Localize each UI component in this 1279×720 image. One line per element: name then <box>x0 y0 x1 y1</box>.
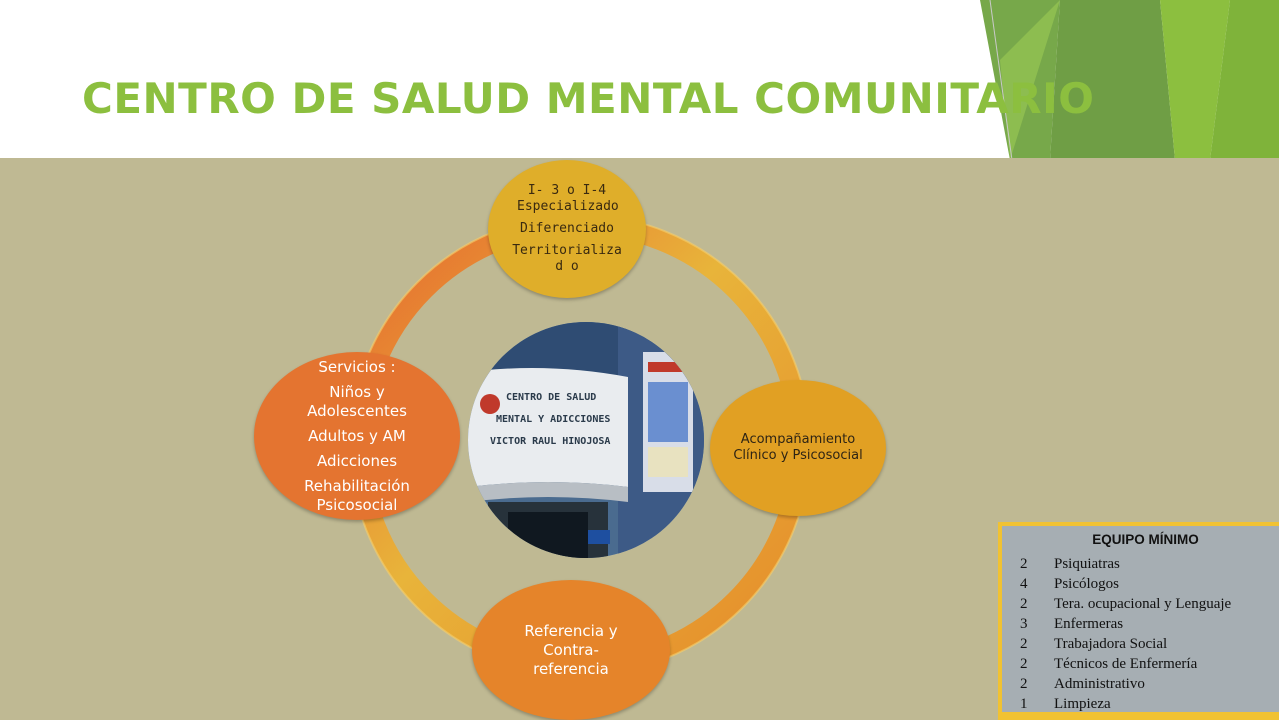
row-role: Limpieza <box>1054 696 1111 712</box>
row-role: Tera. ocupacional y Lenguaje <box>1054 596 1232 612</box>
node-servicios: Servicios : Niños y Adolescentes Adultos… <box>254 352 460 520</box>
table-row: 2 Administrativo <box>1002 674 1279 694</box>
node-referencia-label: Referencia y Contra-referencia <box>524 621 618 678</box>
table-row: 3 Enfermeras <box>1002 614 1279 634</box>
node-level-line-2: Diferenciado <box>520 221 614 236</box>
table-row: 2 Trabajadora Social <box>1002 634 1279 654</box>
row-role: Administrativo <box>1054 676 1145 692</box>
node-servicios-item: Adultos y AM <box>308 426 406 445</box>
node-servicios-heading: Servicios : <box>318 357 396 376</box>
row-count: 2 <box>1020 556 1028 572</box>
node-acompanamiento: Acompañamiento Clínico y Psicosocial <box>710 380 886 516</box>
table-row: 2 Técnicos de Enfermería <box>1002 654 1279 674</box>
building-illustration: CENTRO DE SALUD MENTAL Y ADICCIONES VICT… <box>468 322 704 558</box>
photo-sign-line-2: MENTAL Y ADICCIONES <box>496 414 610 425</box>
node-servicios-item: Adicciones <box>316 451 398 470</box>
row-role: Técnicos de Enfermería <box>1054 656 1198 672</box>
row-role: Trabajadora Social <box>1054 636 1168 652</box>
row-count: 2 <box>1020 596 1028 612</box>
node-servicios-item: Niños y Adolescentes <box>307 382 407 420</box>
node-referencia: Referencia y Contra-referencia <box>472 580 670 720</box>
table-row: 4 Psicólogos <box>1002 574 1279 594</box>
row-count: 4 <box>1020 576 1028 592</box>
row-count: 3 <box>1020 616 1028 632</box>
photo-sign-line-3: VICTOR RAUL HINOJOSA <box>490 436 610 447</box>
table-row: 2 Psiquiatras <box>1002 554 1279 574</box>
photo-sign-line-1: CENTRO DE SALUD <box>506 392 596 403</box>
row-role: Psiquiatras <box>1054 556 1120 572</box>
equipo-minimo-table: EQUIPO MÍNIMO 2 Psiquiatras 4 Psicólogos 2… <box>998 522 1279 720</box>
row-count: 2 <box>1020 676 1028 692</box>
node-level: I- 3 o I-4 Especializado Diferenciado Te… <box>488 160 646 298</box>
node-level-line-1: I- 3 o I-4 Especializado <box>517 183 619 214</box>
row-count: 2 <box>1020 656 1028 672</box>
equipo-minimo-header: EQUIPO MÍNIMO <box>1092 532 1199 547</box>
table-bottom-border <box>1002 712 1279 720</box>
health-center-photo: CENTRO DE SALUD MENTAL Y ADICCIONES VICT… <box>468 322 704 558</box>
row-count: 1 <box>1020 696 1028 712</box>
node-level-line-3: Territorializad o <box>512 243 622 274</box>
node-servicios-item: Rehabilitación Psicosocial <box>304 476 410 514</box>
table-row: 1 Limpieza <box>1002 694 1279 714</box>
slide-title: CENTRO DE SALUD MENTAL COMUNITARIO <box>82 74 1095 123</box>
table-row: 2 Tera. ocupacional y Lenguaje <box>1002 594 1279 614</box>
node-acompanamiento-label: Acompañamiento Clínico y Psicosocial <box>733 432 863 463</box>
row-role: Enfermeras <box>1054 616 1124 632</box>
row-role: Psicólogos <box>1054 576 1120 592</box>
row-count: 2 <box>1020 636 1028 652</box>
